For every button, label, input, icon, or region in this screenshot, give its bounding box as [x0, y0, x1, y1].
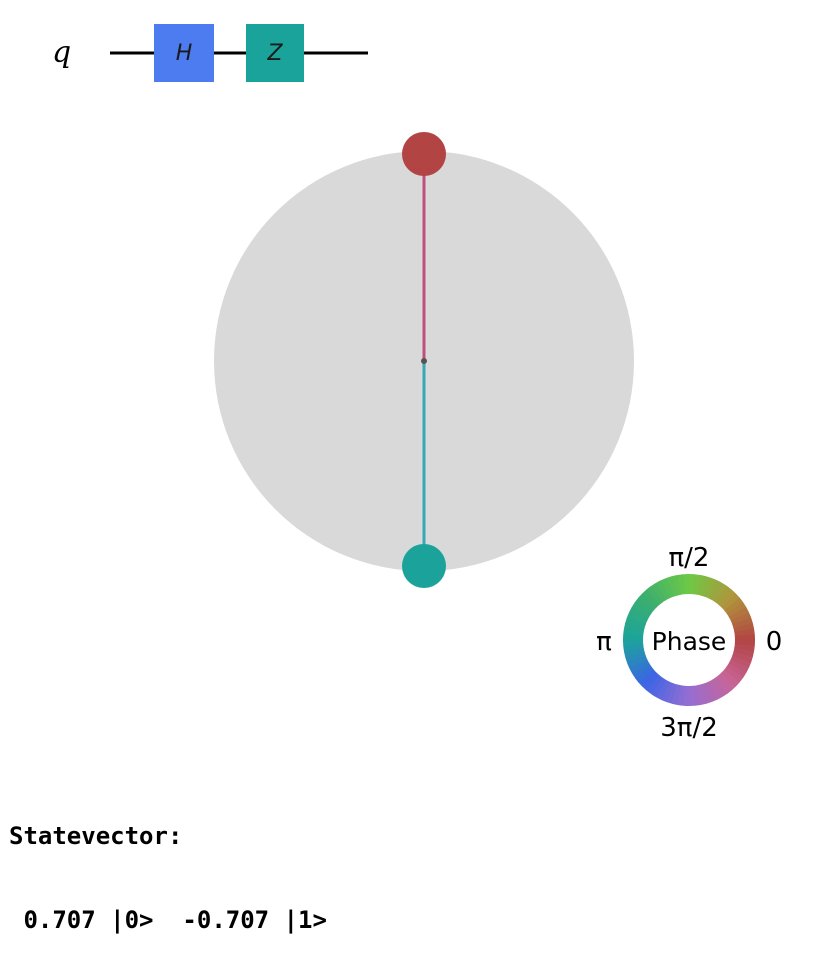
phase-ring-segment: [693, 685, 702, 706]
phase-ring-segment: [730, 655, 752, 668]
phase-ring-segment: [656, 679, 670, 701]
phase-ring-segment: [671, 684, 682, 706]
phase-ring-segment: [711, 582, 727, 603]
phase-ring-segment: [655, 580, 670, 601]
phase-label-bottom: 3π/2: [660, 713, 718, 743]
phase-label-left: π: [596, 627, 612, 657]
phase-ring-segment: [683, 685, 690, 706]
phase-ring-segment: [625, 651, 646, 664]
phase-ring-segment: [733, 647, 755, 658]
phase-ring-segment: [650, 582, 666, 603]
phase-ring-segment: [629, 659, 650, 674]
phase-ring-segment: [692, 574, 701, 595]
statevector-amplitude-1: -0.707: [182, 906, 270, 934]
phase-ring-segment: [726, 662, 747, 678]
phase-ring-segment: [726, 601, 747, 617]
phase-ring-segment: [646, 585, 663, 606]
phase-ring-segment: [728, 606, 749, 621]
statevector-amplitude-0: 0.707: [23, 906, 96, 934]
statevector-ket-0: |0>: [110, 906, 154, 934]
statevector-readout: Statevector: 0.707 |0> -0.707 |1>: [9, 766, 327, 962]
phase-ring-segment: [730, 611, 752, 625]
phase-ring-segment: [734, 643, 755, 652]
phase-ring-segment: [704, 681, 718, 703]
phase-ring-segment: [696, 574, 707, 596]
state-1-point: [402, 544, 446, 588]
phase-ring-segment: [642, 672, 660, 692]
statevector-ket-1: |1>: [283, 906, 327, 934]
phase-ring-segment: [638, 669, 657, 688]
phase-ring-segment: [634, 666, 655, 683]
qubit-label: q: [52, 35, 71, 70]
phase-ring-segment: [700, 576, 712, 597]
phase-ring-segment: [732, 616, 753, 629]
phase-ring-segment: [637, 593, 657, 611]
gate-h-box: [154, 24, 214, 82]
phase-ring-segment: [661, 681, 674, 703]
phase-ring-segment: [715, 674, 732, 695]
phase-ring-segment: [624, 647, 645, 658]
phase-ring-segment: [700, 683, 713, 704]
phase-ring-segment: [631, 602, 652, 618]
phase-ring-segment: [628, 607, 650, 621]
statevector-title: Statevector:: [9, 822, 183, 850]
phase-ring-segment: [625, 617, 646, 629]
phase-ring-segment: [641, 589, 660, 608]
phase-ring-segment: [677, 685, 686, 706]
statevector-terms: 0.707 |0> -0.707 |1>: [9, 906, 327, 934]
phase-ring-segment: [728, 659, 750, 673]
phase-legend: Phase π/2 π 0 3π/2: [596, 543, 782, 743]
state-0-point: [402, 132, 446, 176]
phase-ring-segment: [721, 592, 740, 611]
phase-ring-segment: [723, 597, 744, 614]
phase-ring-segment: [666, 683, 678, 704]
phase-ring-segment: [676, 574, 685, 595]
phase-ring-segment: [623, 628, 644, 637]
phase-ring-segment: [708, 679, 723, 700]
phase-ring-segment: [626, 612, 648, 625]
phase-ring-segment: [646, 675, 664, 695]
phase-ring-segment: [718, 588, 736, 608]
phase-ring-segment: [665, 576, 678, 597]
phase-ring-segment: [714, 585, 732, 605]
phase-ring-segment: [732, 651, 753, 663]
gate-h-label: H: [176, 41, 193, 66]
qsphere: [214, 132, 634, 588]
phase-ring-segment: [671, 575, 682, 596]
gate-h: H: [154, 24, 214, 82]
phase-ring-segment: [688, 574, 695, 595]
phase-ring: [623, 574, 756, 707]
phase-ring-segment: [626, 655, 648, 669]
phase-ring-segment: [651, 677, 667, 698]
phase-ring-segment: [734, 639, 756, 646]
phase-ring-segment: [734, 627, 755, 636]
phase-ring-segment: [631, 663, 652, 679]
phase-ring-segment: [623, 634, 644, 641]
phase-ring-segment: [696, 684, 707, 705]
phase-ring-segment: [733, 622, 754, 633]
phase-ring-segment: [623, 622, 645, 633]
phase-label-top: π/2: [669, 543, 710, 573]
phase-ring-segment: [708, 579, 722, 601]
phase-ring-segment: [718, 672, 737, 691]
phase-label-right: 0: [766, 627, 783, 657]
phase-ring-segment: [712, 677, 728, 698]
qsphere-figure: q H Z Phase π/2 π 0 3π/2: [52, 24, 782, 743]
phase-ring-segment: [704, 577, 717, 599]
phase-ring-segment: [660, 577, 674, 599]
phase-ring-segment: [724, 665, 744, 683]
gate-z-box: [246, 24, 304, 82]
phase-ring-segment: [623, 644, 644, 653]
phase-center-label: Phase: [652, 627, 727, 656]
gate-z: Z: [246, 24, 304, 82]
phase-ring-segment: [634, 597, 654, 615]
circuit-diagram: q H Z: [52, 24, 368, 82]
gate-z-label: Z: [266, 41, 283, 66]
sphere-center-dot: [421, 358, 427, 364]
phase-ring-segment: [721, 669, 741, 687]
